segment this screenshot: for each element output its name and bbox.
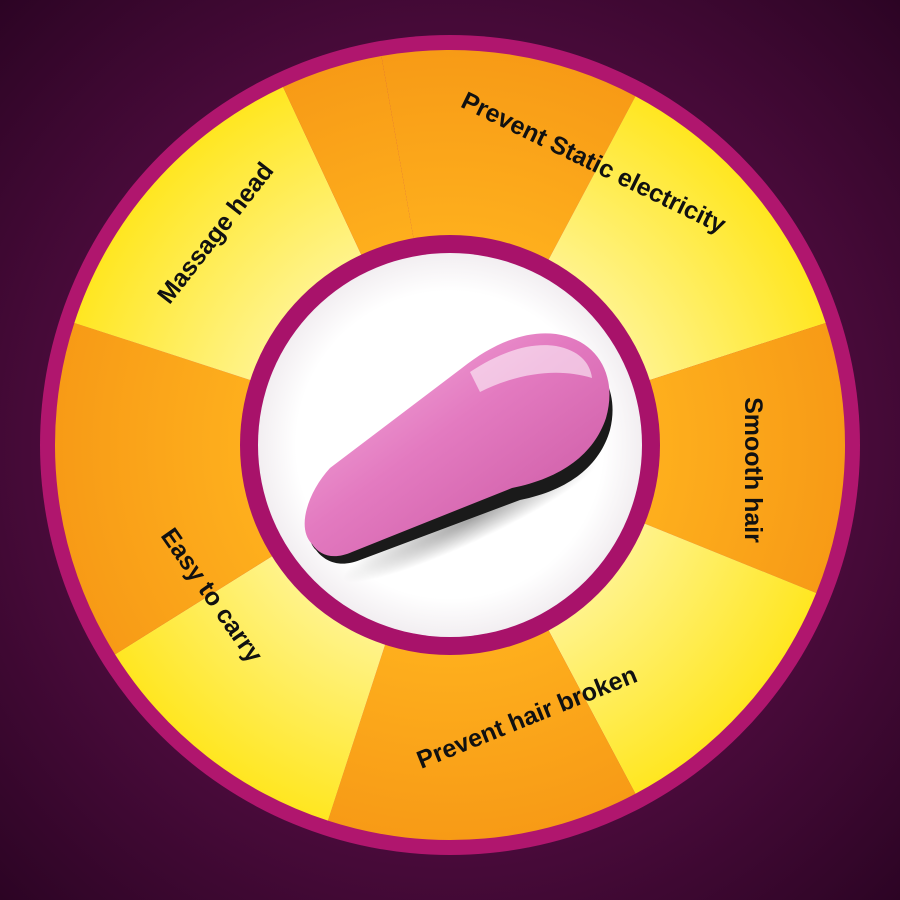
feature-label-smooth: Smooth hair <box>739 397 767 543</box>
wheel-wedge <box>546 96 826 382</box>
hair-brush-icon <box>304 333 613 583</box>
wheel-wedge <box>640 322 845 593</box>
wheel-wedge <box>283 56 415 260</box>
wheel-wedge <box>546 521 817 794</box>
wheel-wedge <box>115 553 387 821</box>
wheel-wedge <box>327 626 636 840</box>
wheel-wedge <box>381 50 636 264</box>
wheel-wedge <box>54 322 277 655</box>
